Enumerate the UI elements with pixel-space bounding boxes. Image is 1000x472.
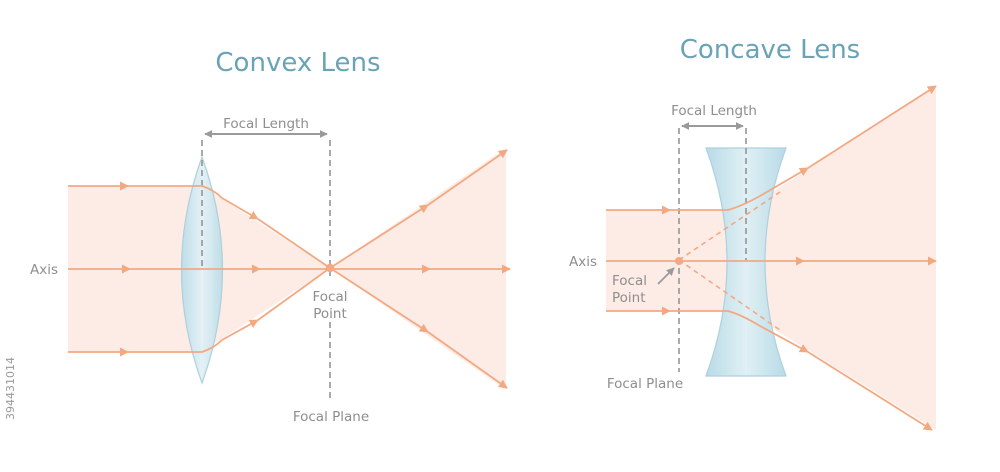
- concave-ray-top-out-b: [807, 85, 937, 169]
- convex-focal-point-label-2: Point: [313, 306, 347, 322]
- concave-ray-bottom-out-b: [807, 351, 933, 431]
- concave-focal-length-label: Focal Length: [671, 103, 757, 119]
- convex-ray-bottom-conv-a: [221, 319, 259, 341]
- concave-virtual-ray-bottom: [678, 259, 781, 331]
- convex-rays: [68, 149, 511, 389]
- convex-ray-top-out-b: [427, 331, 508, 389]
- convex-ray-bottom-in-b: [128, 339, 223, 353]
- concave-diverging-beam: [745, 86, 936, 430]
- concave-ray-top-in-b: [670, 195, 761, 211]
- concave-ray-bottom-in-b: [670, 310, 761, 327]
- concave-focal-point-dot: [675, 257, 683, 265]
- convex-ray-bottom-out-b: [427, 149, 508, 206]
- concave-focal-point-pointer: [657, 267, 675, 285]
- convex-ray-top-in-b: [128, 185, 223, 199]
- convex-ray-top-conv-a: [221, 197, 259, 220]
- concave-ray-bottom-out-a: [759, 325, 809, 353]
- convex-focal-length-label: Focal Length: [223, 116, 309, 132]
- concave-title: Concave Lens: [680, 35, 860, 65]
- convex-diagram: Convex Lens Focal Length Axis Focal Poin…: [30, 48, 511, 425]
- convex-ray-top-conv-b: [257, 218, 331, 269]
- convex-title: Convex Lens: [215, 48, 380, 78]
- convex-ray-bottom-conv-b: [257, 267, 331, 321]
- concave-focal-point-label-2: Point: [612, 290, 646, 306]
- concave-axis-label: Axis: [569, 254, 597, 270]
- convex-focal-point-label-1: Focal: [313, 289, 348, 305]
- convex-axis-label: Axis: [30, 262, 58, 278]
- convex-ray-bottom-out-a: [329, 204, 429, 269]
- concave-ray-top-out-a: [759, 167, 809, 197]
- convex-focal-point-dot: [325, 263, 335, 273]
- concave-diagram: Concave Lens Focal Length Axis Focal Poi…: [569, 35, 937, 431]
- stock-id-label: 394431014: [4, 357, 17, 420]
- concave-lens-shape: [705, 147, 787, 377]
- concave-virtual-ray-top: [678, 191, 781, 261]
- convex-focal-plane-label: Focal Plane: [293, 409, 369, 425]
- convex-ray-top-out-a: [329, 267, 429, 333]
- concave-focal-point-label-1: Focal: [612, 273, 647, 289]
- convex-lens-shape: [180, 155, 224, 385]
- concave-rays: [606, 85, 937, 431]
- concave-focal-plane-label: Focal Plane: [607, 376, 683, 392]
